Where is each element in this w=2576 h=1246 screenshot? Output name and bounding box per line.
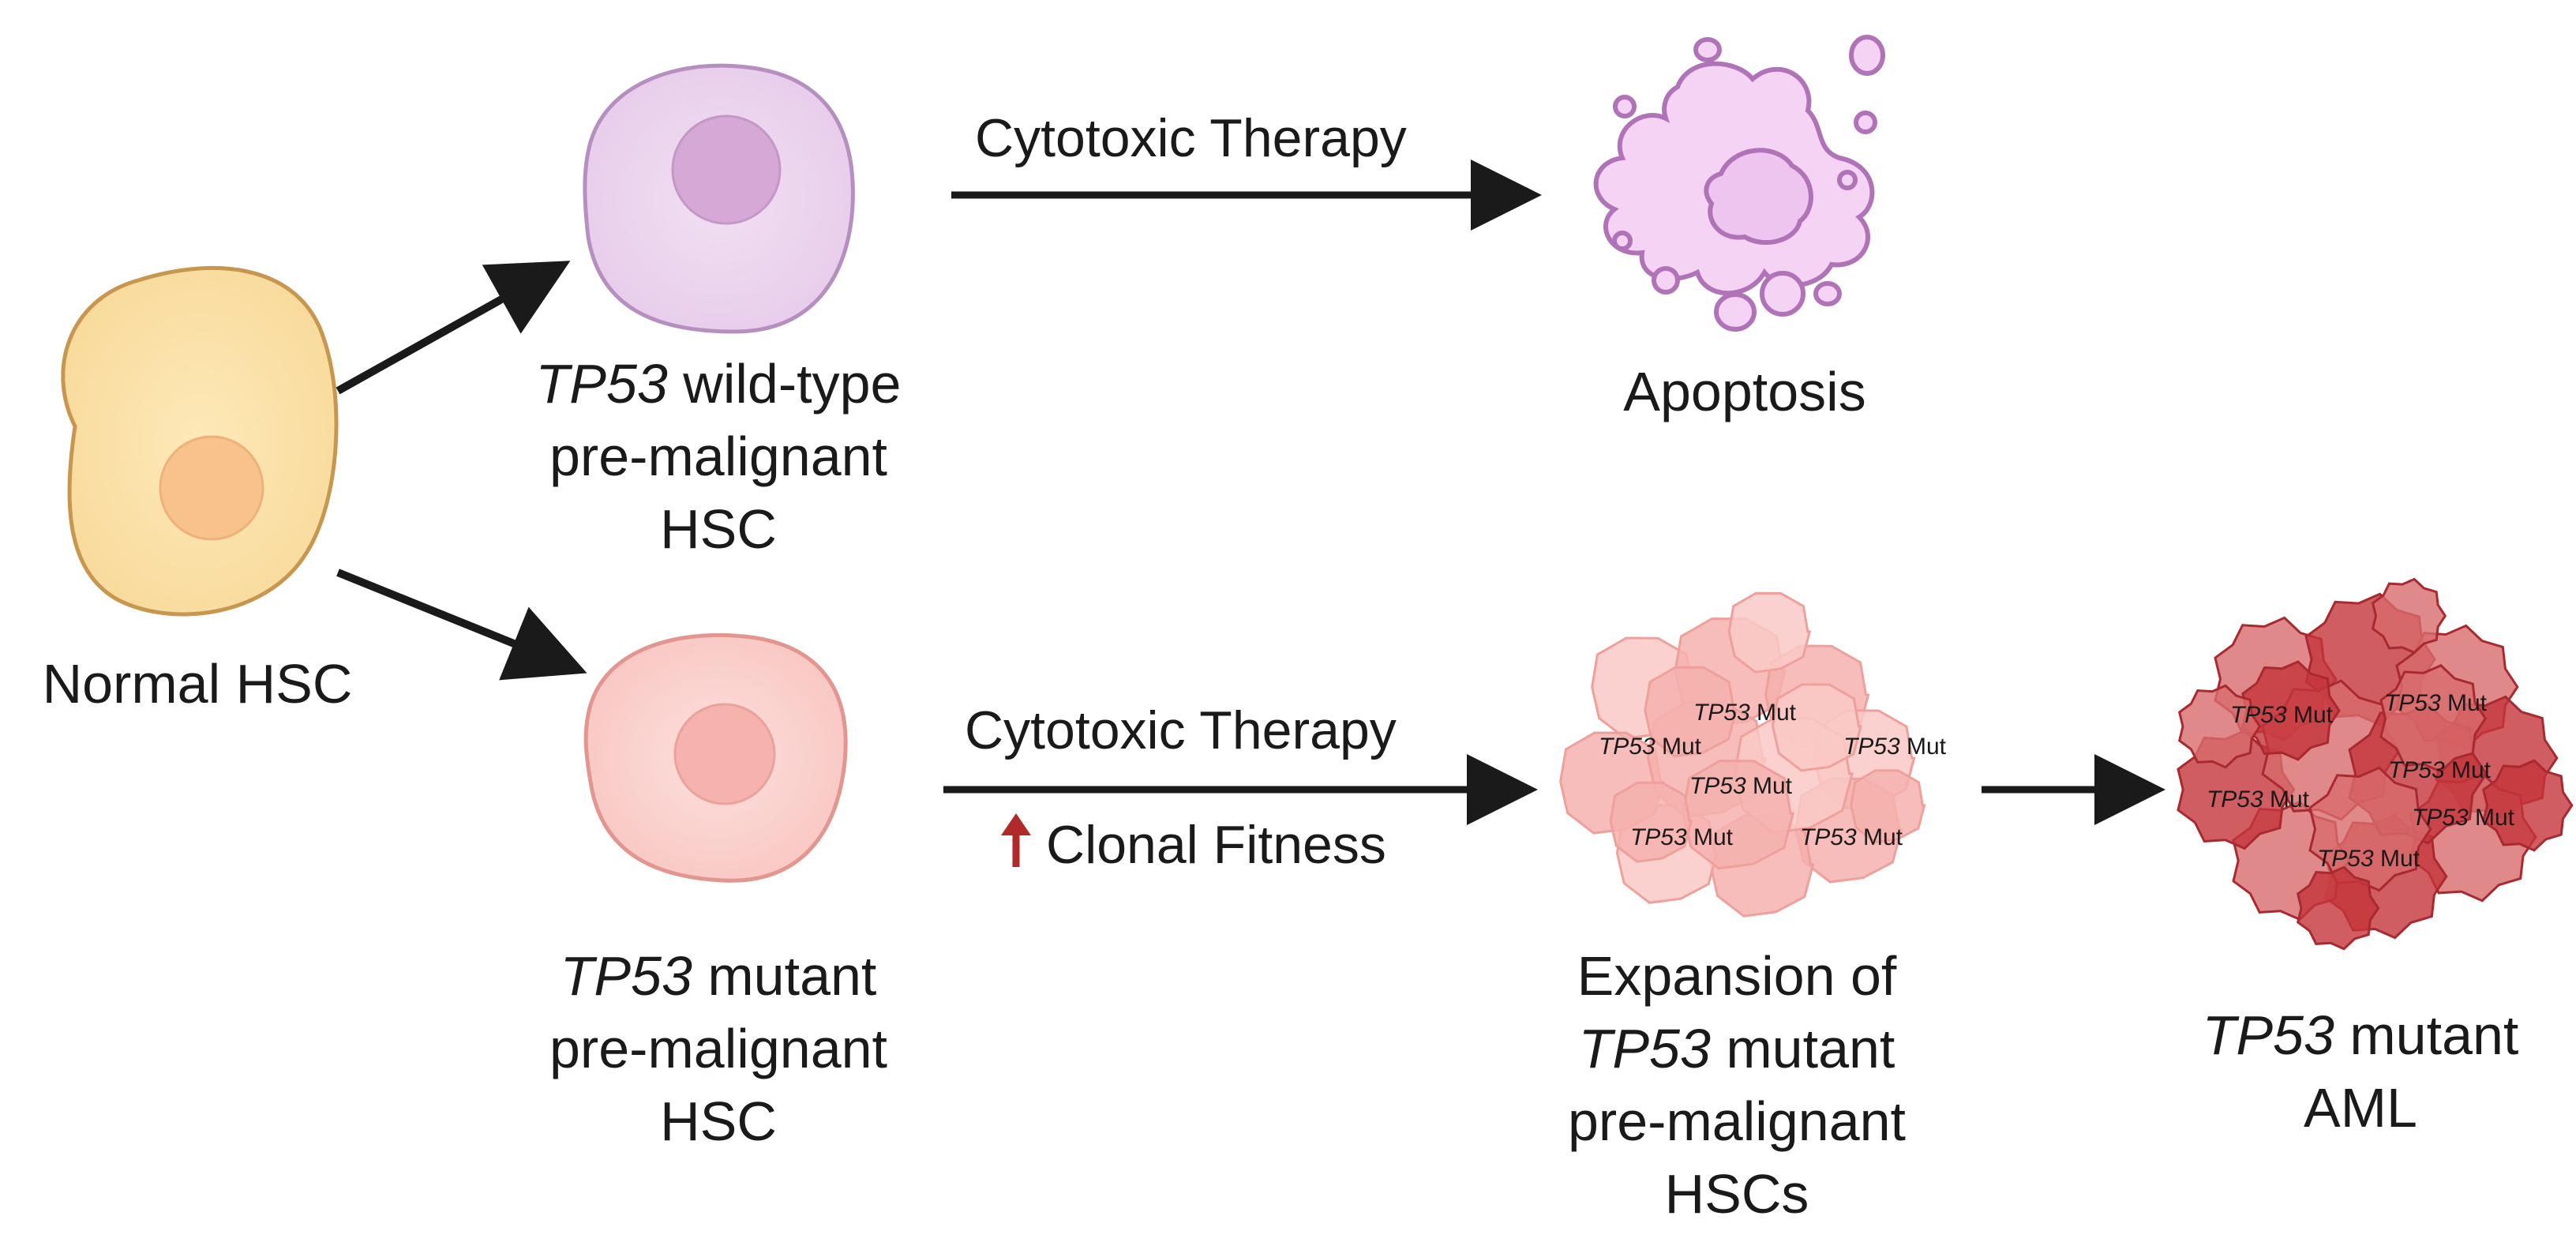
- cluster-cell: [2371, 577, 2447, 655]
- bleb: [1854, 111, 1877, 134]
- cluster-cell: [1727, 591, 1812, 674]
- label-text: pre-malignant: [549, 426, 887, 487]
- gene-name: TP53: [2202, 1004, 2334, 1066]
- mutant-hsc-cell: [583, 632, 848, 883]
- label-text: mutant: [707, 945, 877, 1007]
- aml-cell-cluster: [2177, 577, 2574, 951]
- cluster-cell: [1609, 781, 1693, 863]
- mut-label: TP53 Mut: [1843, 734, 1947, 760]
- label-text: HSC: [660, 1090, 777, 1152]
- label-text: AML: [2304, 1077, 2417, 1139]
- expansion-label: Expansion of TP53 mutant pre-malignant H…: [1484, 940, 1989, 1230]
- normal-hsc-text: Normal HSC: [42, 653, 353, 715]
- mut-label: TP53 Mut: [2412, 805, 2515, 831]
- mut-label: TP53 Mut: [2207, 786, 2310, 813]
- label-text: mutant: [2349, 1004, 2519, 1066]
- wildtype-hsc-label: TP53 wild-type pre-malignant HSC: [474, 347, 963, 565]
- label-text: wild-type: [683, 353, 902, 415]
- expansion-cell-cluster: [1559, 591, 1926, 918]
- cell-nucleus: [159, 435, 264, 541]
- label-text: HSCs: [1664, 1163, 1809, 1225]
- mut-label: TP53 Mut: [1599, 734, 1702, 760]
- gene-name: TP53: [1578, 1018, 1711, 1079]
- cluster-cell: [2308, 766, 2432, 892]
- top-therapy-label: Cytotoxic Therapy: [975, 108, 1407, 168]
- bleb: [1612, 231, 1633, 251]
- arrow-normal-to-mutant: [336, 569, 587, 681]
- apoptotic-nucleus: [1704, 148, 1813, 246]
- wildtype-hsc-cell: [583, 63, 855, 334]
- label-text: mutant: [1726, 1018, 1895, 1079]
- mut-label: TP53 Mut: [1630, 824, 1734, 850]
- label-text: Expansion of: [1577, 945, 1897, 1007]
- cell-nucleus: [673, 703, 776, 805]
- cluster-cell: [1772, 683, 1862, 772]
- apoptosis-cell: [1593, 35, 1885, 332]
- bleb: [1613, 95, 1637, 118]
- normal-hsc-label: Normal HSC: [0, 647, 395, 720]
- label-text: HSC: [660, 498, 777, 560]
- apoptosis-label: Apoptosis: [1547, 355, 1942, 428]
- mut-label: TP53 Mut: [2388, 757, 2492, 783]
- bleb: [1813, 281, 1842, 306]
- bleb: [1652, 266, 1680, 295]
- bleb: [1714, 292, 1757, 332]
- cluster-cell: [2178, 684, 2262, 769]
- bottom-therapy-label: Cytotoxic Therapy: [965, 700, 1397, 760]
- cluster-cell: [1644, 666, 1738, 758]
- mut-label: TP53 Mut: [1800, 824, 1903, 850]
- bleb: [1693, 37, 1722, 62]
- cluster-cell: [2482, 759, 2574, 852]
- cluster-cell: [1850, 769, 1926, 844]
- up-arrow-icon: [1001, 813, 1031, 867]
- normal-hsc-cell: [61, 266, 339, 617]
- mut-label: TP53 Mut: [1689, 773, 1793, 799]
- bleb: [1837, 170, 1858, 190]
- arrow-normal-to-wildtype: [336, 261, 571, 395]
- cell-nucleus: [671, 114, 782, 225]
- mutant-hsc-label: TP53 mutant pre-malignant HSC: [474, 940, 963, 1158]
- bleb: [1760, 271, 1805, 317]
- gene-name: TP53: [535, 353, 668, 415]
- cluster-cell: [2379, 664, 2488, 773]
- gene-name: TP53: [560, 945, 692, 1007]
- mut-label: TP53 Mut: [2384, 690, 2488, 716]
- mut-label: TP53 Mut: [2317, 846, 2420, 872]
- mut-label: TP53 Mut: [1693, 700, 1797, 726]
- label-text: pre-malignant: [1568, 1090, 1906, 1152]
- aml-label: TP53 mutant AML: [2147, 999, 2574, 1144]
- apoptosis-text: Apoptosis: [1623, 361, 1866, 422]
- clonal-fitness-label: Clonal Fitness: [1046, 815, 1386, 875]
- cluster-cell: [2297, 865, 2380, 951]
- bleb: [1849, 35, 1885, 76]
- label-text: pre-malignant: [549, 1018, 887, 1079]
- mut-label: TP53 Mut: [2230, 702, 2334, 728]
